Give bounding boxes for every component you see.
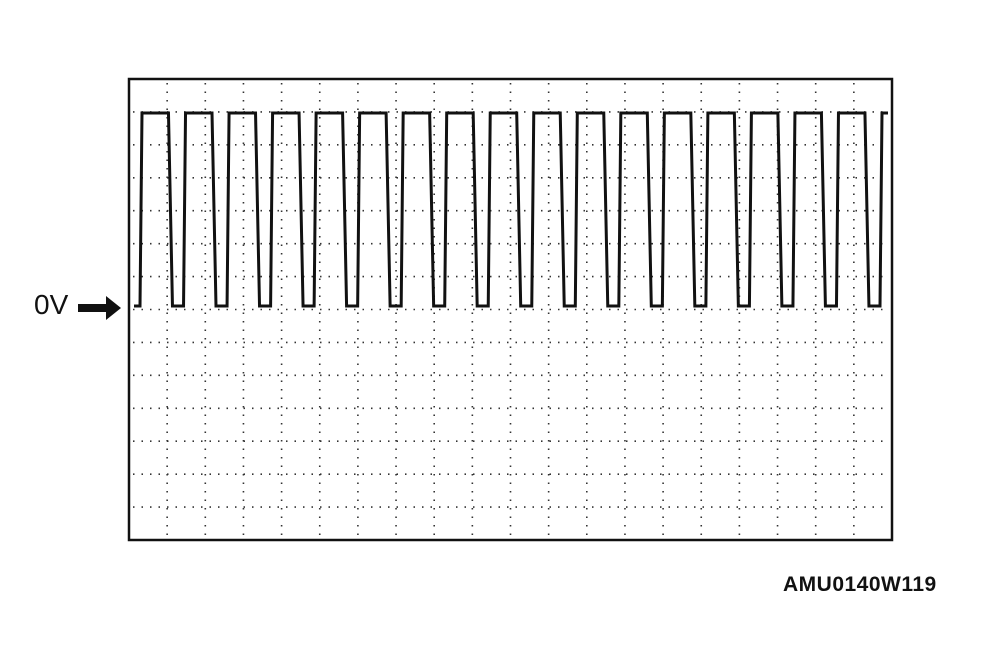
zero-volt-label: 0V	[34, 289, 69, 320]
square-wave-trace	[134, 111, 888, 308]
arrow-right-icon	[78, 296, 121, 320]
figure-id: AMU0140W119	[783, 573, 937, 596]
